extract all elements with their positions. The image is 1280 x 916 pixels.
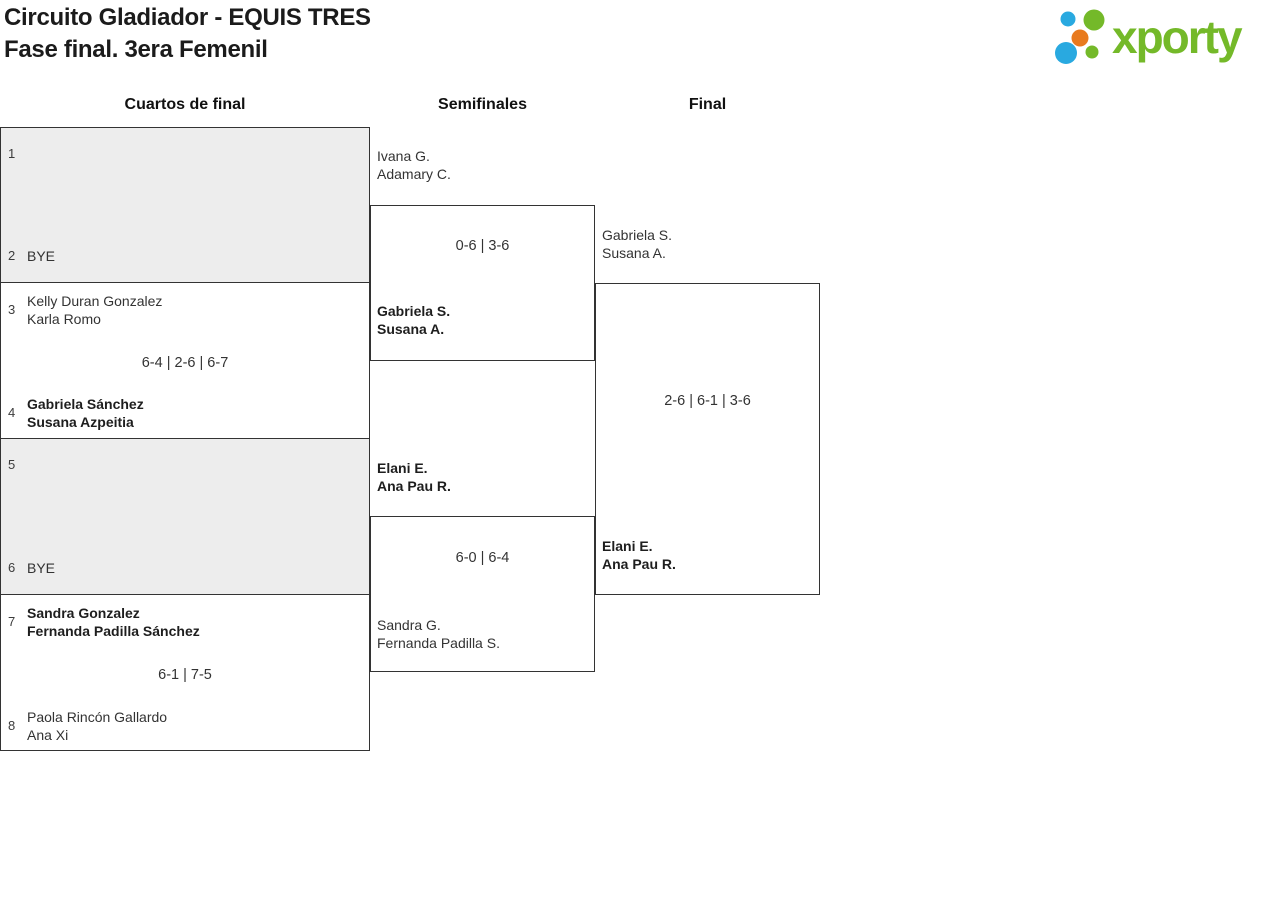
logo-dot-green-small <box>1085 45 1099 59</box>
xporty-logo[interactable]: xporty <box>1048 5 1243 69</box>
player-name: Ana Pau R. <box>602 556 676 572</box>
final-score: 2-6 | 6-1 | 3-6 <box>664 393 751 409</box>
player-name: Ana Pau R. <box>377 478 451 494</box>
player-name: Sandra Gonzalez <box>27 605 140 621</box>
logo-dot-blue-large <box>1055 42 1077 64</box>
logo-dot-orange <box>1071 29 1089 47</box>
seed-number: 5 <box>8 457 16 472</box>
tournament-title: Circuito Gladiador - EQUIS TRES <box>4 4 371 31</box>
qf-match1-team-top: 1 <box>8 145 27 163</box>
player-name: Paola Rincón Gallardo <box>27 709 168 725</box>
player-name: Gabriela S. <box>377 303 451 319</box>
player-name: Ana Xi <box>27 727 69 743</box>
player-name: Fernanda Padilla S. <box>377 635 500 651</box>
player-name: Susana A. <box>602 245 666 261</box>
xporty-wordmark: xporty <box>1112 11 1243 63</box>
qf-match4-team-bottom: 8 Paola Rincón Gallardo Ana Xi <box>8 708 167 744</box>
xporty-logo-mark <box>1055 9 1105 64</box>
qf-match3-team-bottom: 6 BYE <box>8 559 55 577</box>
sf-match2-box <box>370 516 595 672</box>
qf-match1-box <box>0 127 370 283</box>
sf-match1-box <box>370 205 595 361</box>
player-name: Adamary C. <box>377 166 451 182</box>
final-team-bottom: Elani E. Ana Pau R. <box>602 537 676 573</box>
qf-match4-score: 6-1 | 7-5 <box>158 667 212 683</box>
qf-match1-team-bottom: 2 BYE <box>8 247 55 265</box>
qf-match2-team-top: 3 Kelly Duran Gonzalez Karla Romo <box>8 292 162 328</box>
player-name: Kelly Duran Gonzalez <box>27 293 163 309</box>
player-name: Susana Azpeitia <box>27 414 134 430</box>
page-title: Circuito Gladiador - EQUIS TRES Fase fin… <box>4 2 371 66</box>
qf-match3-box <box>0 438 370 595</box>
sf-match2-score: 6-0 | 6-4 <box>455 550 510 566</box>
round-header-quarterfinals: Cuartos de final <box>124 96 246 113</box>
qf-match4-box <box>0 594 370 751</box>
player-name: Susana A. <box>377 321 445 337</box>
sf-match2-team-top: Elani E. Ana Pau R. <box>377 459 451 495</box>
player-name: Ivana G. <box>377 148 430 164</box>
qf-match2-score: 6-4 | 2-6 | 6-7 <box>141 355 229 371</box>
final-team-top: Gabriela S. Susana A. <box>602 226 672 262</box>
player-name: Gabriela S. <box>602 227 673 243</box>
seed-number: 6 <box>8 560 16 575</box>
player-name: Karla Romo <box>27 311 101 327</box>
phase-subtitle: Fase final. 3era Femenil <box>4 36 268 63</box>
round-header-semifinals: Semifinales <box>438 96 527 113</box>
logo-dot-blue-small <box>1060 11 1076 27</box>
seed-number: 8 <box>8 718 16 733</box>
player-name: Gabriela Sánchez <box>27 396 144 412</box>
player-name: BYE <box>27 248 56 264</box>
seed-number: 1 <box>8 146 16 161</box>
logo-dot-green-large <box>1083 9 1105 31</box>
qf-match4-team-top: 7 Sandra Gonzalez Fernanda Padilla Sánch… <box>8 604 200 640</box>
sf-match1-team-bottom: Gabriela S. Susana A. <box>377 302 450 338</box>
seed-number: 4 <box>8 405 16 420</box>
seed-number: 7 <box>8 614 16 629</box>
qf-match2-team-bottom: 4 Gabriela Sánchez Susana Azpeitia <box>8 395 144 431</box>
player-name: Elani E. <box>602 538 653 554</box>
round-header-final: Final <box>688 96 727 113</box>
qf-match3-team-top: 5 <box>8 456 27 474</box>
seed-number: 2 <box>8 248 16 263</box>
seed-number: 3 <box>8 302 16 317</box>
sf-match1-team-top: Ivana G. Adamary C. <box>377 147 451 183</box>
player-name: Fernanda Padilla Sánchez <box>27 623 200 639</box>
player-name: Elani E. <box>377 460 428 476</box>
sf-match1-score: 0-6 | 3-6 <box>455 238 510 254</box>
player-name: Sandra G. <box>377 617 441 633</box>
final-match-box <box>595 283 820 595</box>
player-name: BYE <box>27 560 56 576</box>
sf-match2-team-bottom: Sandra G. Fernanda Padilla S. <box>377 616 500 652</box>
